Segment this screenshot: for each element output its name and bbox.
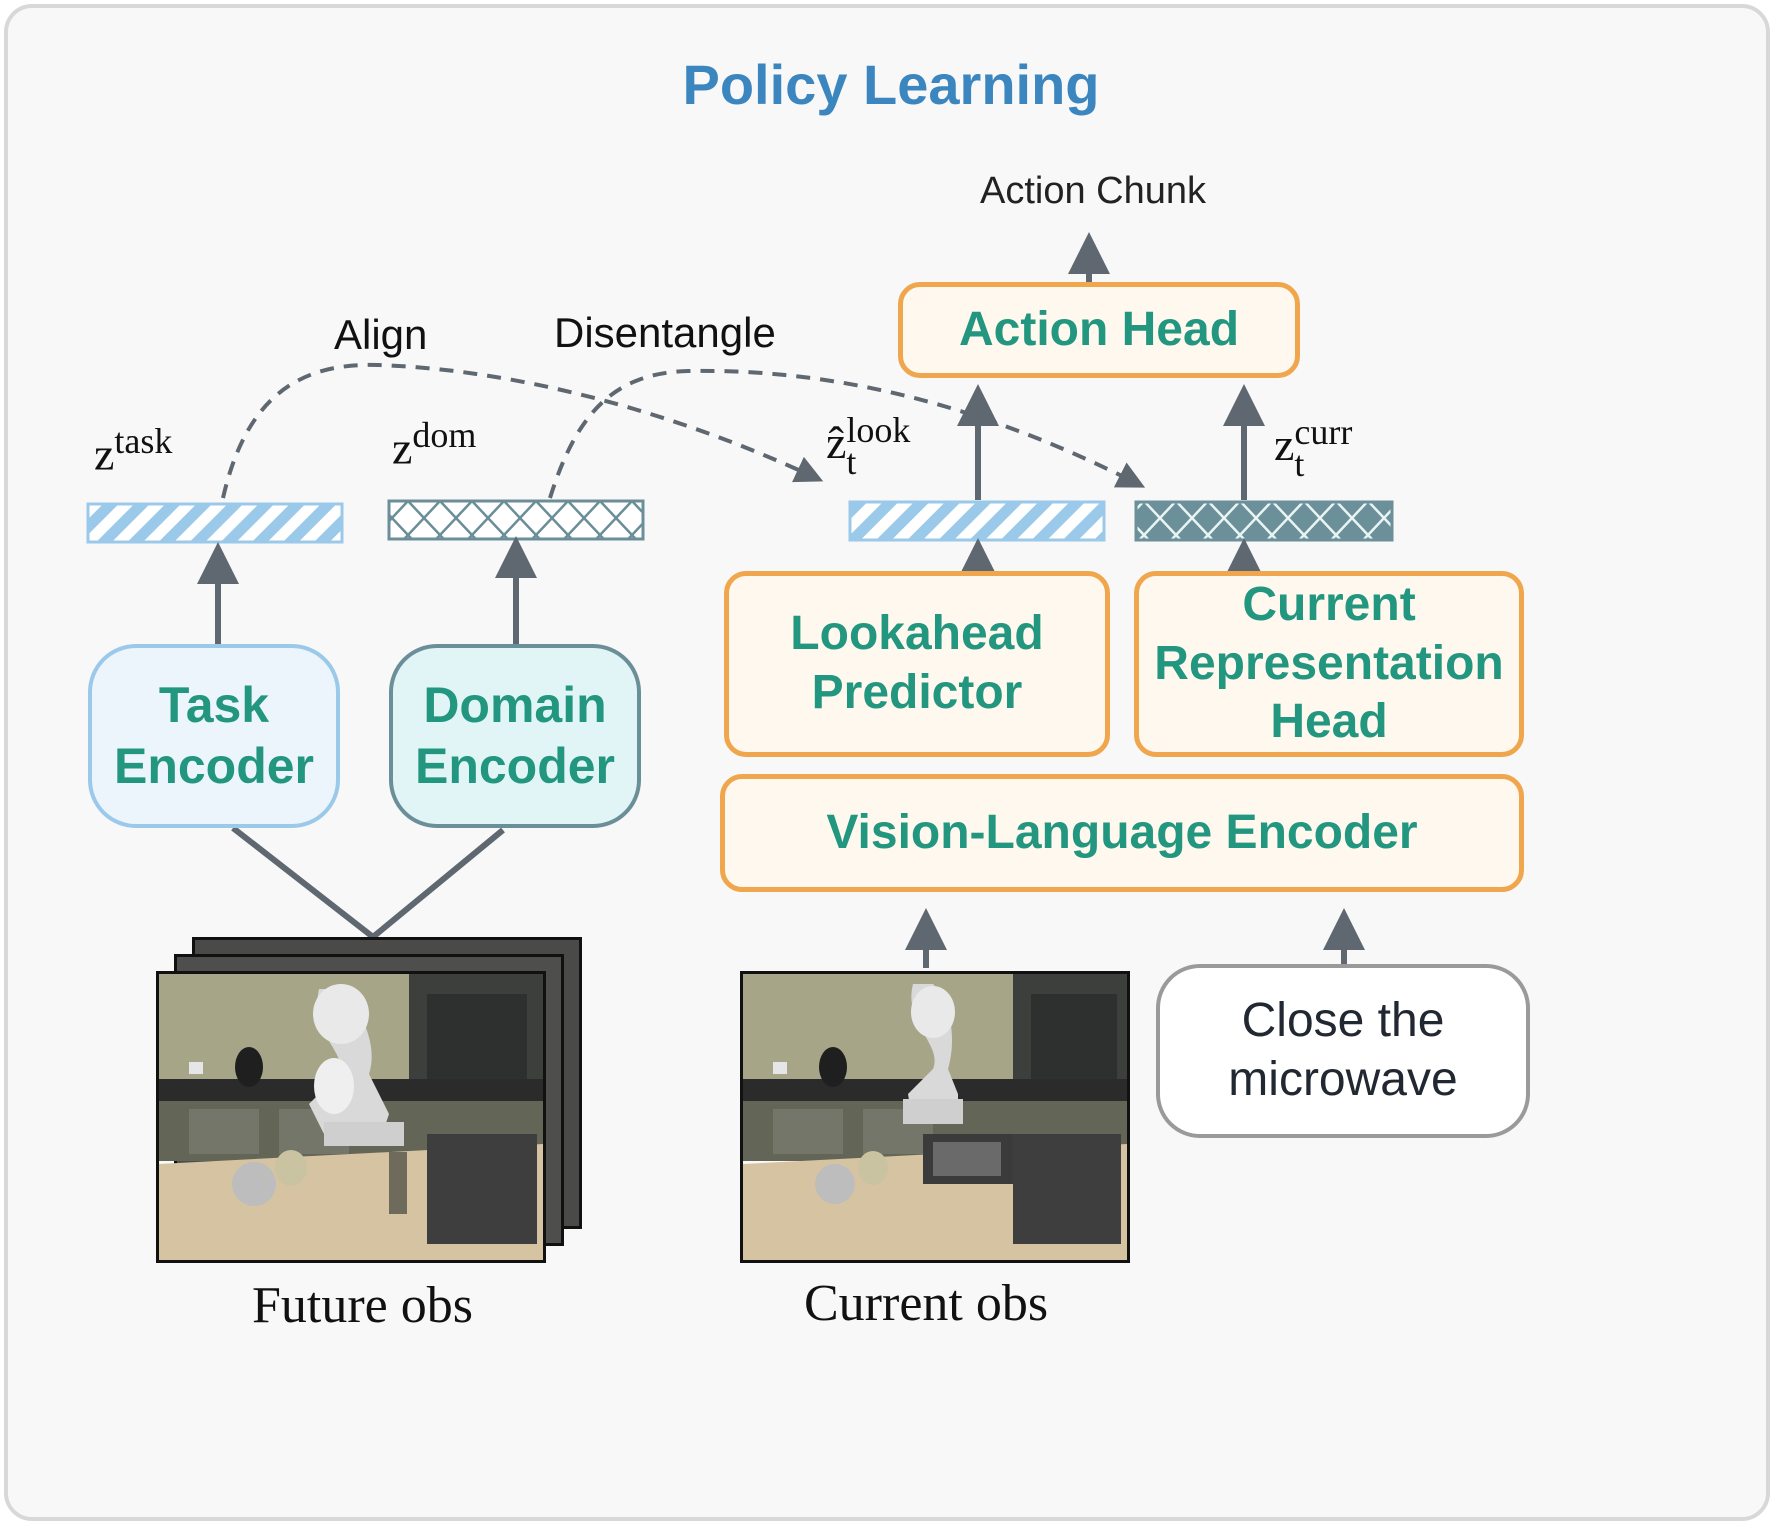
current-latent-vector — [1134, 500, 1394, 542]
current-obs-frame — [740, 971, 1130, 1263]
z-task-sup: task — [114, 421, 173, 461]
domain-encoder: Domain Encoder — [389, 644, 641, 828]
future-obs-frame-front — [156, 971, 546, 1263]
z-look-sub: t — [846, 442, 857, 483]
z-task-base: z — [94, 428, 115, 480]
diagram-title: Policy Learning — [682, 53, 1100, 116]
z-curr-label: z curr t — [1274, 412, 1353, 485]
obs-to-domain-line — [371, 827, 505, 940]
lookahead-predictor: Lookahead Predictor — [724, 571, 1110, 757]
z-dom-sup: dom — [412, 415, 477, 455]
z-look-base: ẑ — [826, 417, 847, 468]
current-obs-scene — [743, 974, 1127, 1260]
z-look-label: ẑ look t — [826, 410, 911, 483]
current-obs-label: Current obs — [804, 1275, 1049, 1332]
z-curr-base: z — [1274, 419, 1295, 470]
obs-to-task-line — [231, 825, 375, 940]
domain-latent-vector — [387, 499, 645, 541]
disentangle-label: Disentangle — [554, 309, 776, 356]
task-latent-vector — [86, 502, 344, 544]
diagram-panel: Policy Learning — [4, 4, 1770, 1521]
align-label: Align — [334, 311, 428, 358]
action-head: Action Head — [898, 282, 1300, 378]
future-obs-label: Future obs — [252, 1277, 473, 1334]
future-obs-scene — [159, 974, 543, 1260]
connector-layer — [86, 232, 1394, 968]
current-representation-head: Current Representation Head — [1134, 571, 1524, 757]
lookahead-latent-vector — [848, 500, 1106, 542]
action-chunk-label: Action Chunk — [980, 170, 1207, 212]
instruction-box: Close the microwave — [1156, 964, 1530, 1138]
z-curr-sup: curr — [1294, 412, 1353, 452]
vision-language-encoder: Vision-Language Encoder — [720, 774, 1524, 892]
z-dom-base: z — [392, 422, 413, 474]
align-curve — [221, 362, 824, 499]
disentangle-curve — [548, 368, 1146, 499]
task-encoder: Task Encoder — [88, 644, 340, 828]
z-look-sup: look — [846, 410, 911, 450]
z-dom-label: zdom — [392, 414, 476, 474]
z-curr-sub: t — [1294, 444, 1305, 485]
z-task-label: ztask — [94, 420, 172, 480]
